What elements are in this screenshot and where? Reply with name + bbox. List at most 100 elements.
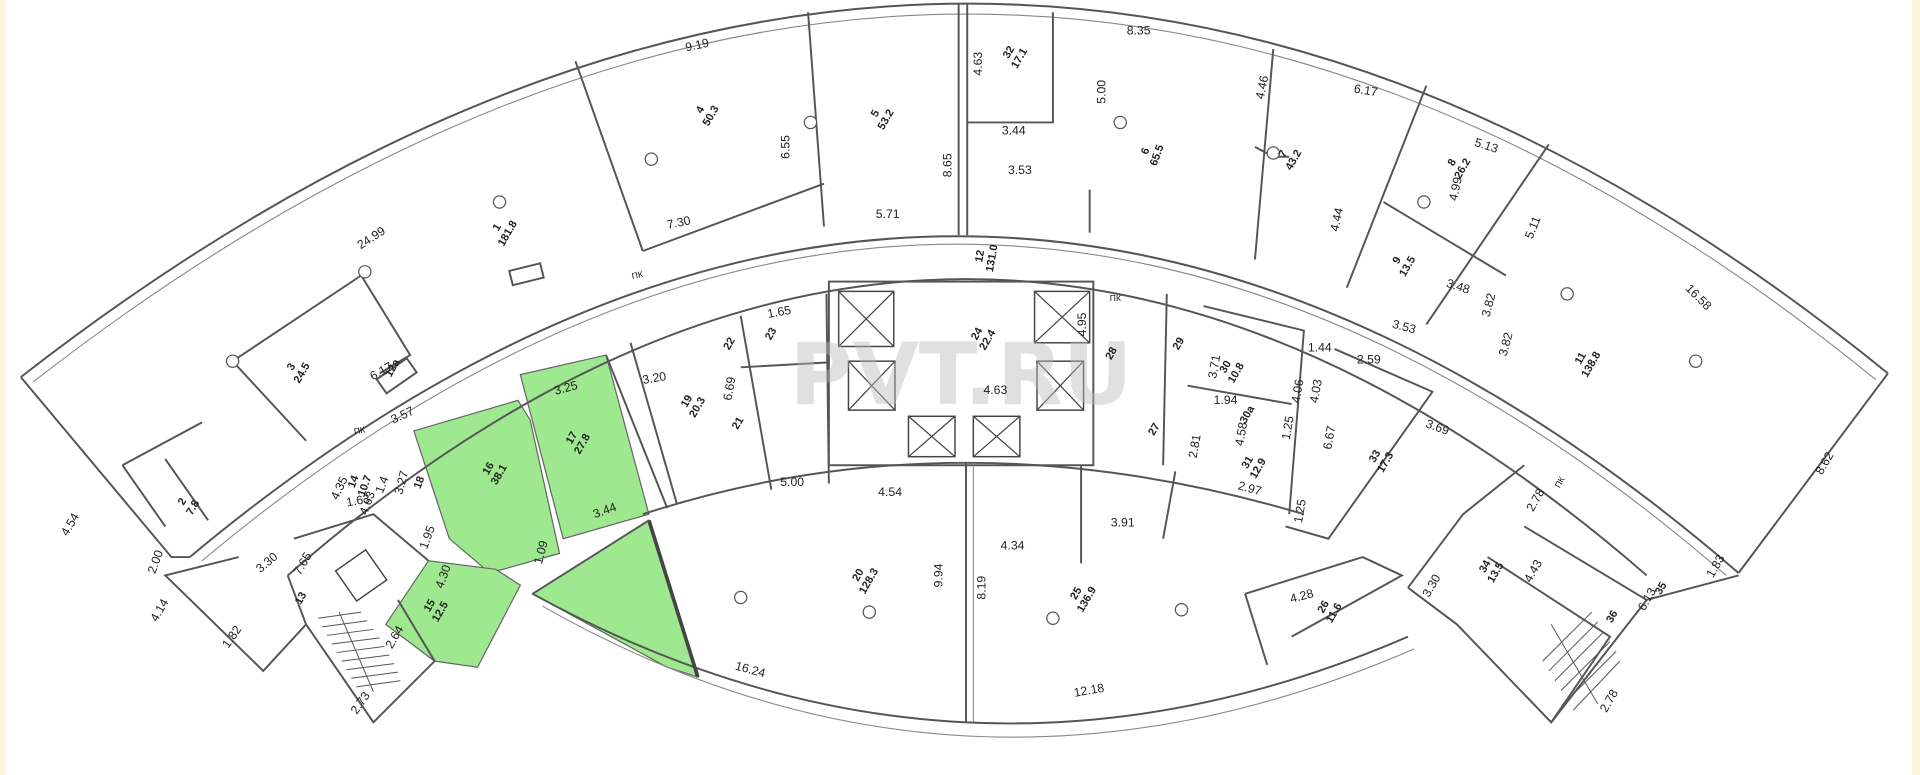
dimension-label: 2.81 <box>1186 433 1204 459</box>
dimension-label: 5.71 <box>876 207 900 221</box>
dimension-label: 5.13 <box>1473 135 1500 156</box>
svg-text:2: 2 <box>176 496 189 507</box>
dimension-label: 4.03 <box>1307 378 1325 404</box>
svg-text:7: 7 <box>1277 148 1290 159</box>
room-number: 18 <box>412 475 427 491</box>
svg-text:16: 16 <box>480 460 497 477</box>
dimension-label: 5.11 <box>1522 214 1544 241</box>
svg-text:31: 31 <box>1240 454 1257 471</box>
svg-text:19: 19 <box>679 393 696 410</box>
svg-text:15: 15 <box>422 597 439 614</box>
dimension-label: 1.44 <box>1308 340 1332 354</box>
dimension-label: 3.30 <box>253 549 280 575</box>
dimension-label: 7.65 <box>291 550 315 578</box>
dimension-label: 8.35 <box>1127 23 1151 37</box>
svg-text:1: 1 <box>491 222 504 233</box>
dimension-label: 12.18 <box>1073 681 1106 700</box>
dimension-label: 6.17 <box>1353 81 1379 99</box>
svg-text:13.5: 13.5 <box>1397 254 1418 279</box>
dimension-label: 2.78 <box>1524 486 1548 514</box>
dimension-label: 5.00 <box>1095 80 1109 104</box>
dimension-label: 6.67 <box>1320 424 1338 450</box>
dimension-label: 4.63 <box>971 52 985 76</box>
room-number: 36 <box>1604 608 1621 625</box>
dimension-label: 1.09 <box>531 539 551 566</box>
dimension-label: 2.97 <box>1237 478 1264 498</box>
room-number: 21 <box>730 415 747 432</box>
svg-text:53.2: 53.2 <box>876 107 897 132</box>
dimension-label: 1.82 <box>219 623 244 651</box>
columns <box>225 115 1703 626</box>
room-number: 23 <box>763 326 780 343</box>
dimension-label: 6.55 <box>779 135 793 159</box>
dimension-label: 3.69 <box>1424 417 1451 438</box>
room-number: 30a <box>1238 403 1258 426</box>
svg-text:14: 14 <box>346 473 362 489</box>
room-label-6[interactable]: 665.5 <box>1136 139 1166 167</box>
dimension-label: 4.14 <box>147 596 171 624</box>
svg-text:26.2: 26.2 <box>1452 156 1473 181</box>
svg-text:30: 30 <box>1217 359 1234 376</box>
dimension-label: 4.58 <box>1232 421 1250 447</box>
svg-text:65.5: 65.5 <box>1148 143 1167 167</box>
svg-text:32: 32 <box>1001 44 1018 61</box>
dimension-label: 3.48 <box>1445 276 1472 297</box>
dimension-label: 3.82 <box>1479 292 1499 319</box>
dimension-label: 3.53 <box>1008 163 1032 177</box>
svg-text:8: 8 <box>1446 157 1459 168</box>
dimension-label: 3.20 <box>641 369 667 387</box>
pk-label: ПК <box>1553 475 1567 490</box>
room-number: 22 <box>721 335 738 352</box>
room-number: 29 <box>1171 335 1188 352</box>
room-label-3[interactable]: 324.5 <box>281 355 313 386</box>
dimension-label: 4.43 <box>1521 557 1545 585</box>
dimension-label: 4.34 <box>1001 539 1025 553</box>
dimension-label: 4.63 <box>983 383 1007 397</box>
room-17-highlight[interactable] <box>519 354 650 540</box>
dimension-label: 4.06 <box>1289 378 1307 404</box>
svg-text:11: 11 <box>1573 350 1589 366</box>
dimension-label: 8.65 <box>940 153 954 177</box>
elevators <box>334 290 1091 603</box>
room-label-5[interactable]: 553.2 <box>865 101 897 132</box>
dimension-label: 4.54 <box>58 510 82 538</box>
dimension-label: 4.28 <box>1288 586 1315 606</box>
dimension-label: 5.00 <box>780 475 804 489</box>
pk-label: ПК <box>353 425 366 437</box>
dimension-label: 1.83 <box>1703 552 1727 580</box>
dimension-label: 7.30 <box>666 213 692 232</box>
room-16-highlight[interactable] <box>413 399 561 574</box>
room-label-8[interactable]: 826.2 <box>1442 150 1474 181</box>
walls <box>20 2 1889 738</box>
dimension-label: 4.99 <box>1446 176 1465 202</box>
room-number: 35 <box>1653 580 1670 597</box>
svg-text:50.3: 50.3 <box>701 104 722 129</box>
room-label-9[interactable]: 913.5 <box>1387 248 1419 279</box>
svg-text:12: 12 <box>973 249 987 263</box>
room-label-4[interactable]: 450.3 <box>690 98 722 129</box>
dimension-label: 3.82 <box>1496 331 1516 358</box>
dimension-label: 2.73 <box>348 689 373 717</box>
svg-text:131.0: 131.0 <box>984 244 1001 273</box>
dimension-label: 4.44 <box>1327 206 1346 232</box>
pk-labels: ПК ПК ПК ПК <box>353 269 1567 490</box>
stairs-left <box>318 611 401 692</box>
room-label-2[interactable]: 27.8 <box>174 492 203 517</box>
pk-label: ПК <box>631 269 644 281</box>
svg-text:26: 26 <box>1315 599 1332 616</box>
watermark-logo: PVT.RU <box>790 325 1133 425</box>
dimension-label: 3.71 <box>1205 353 1223 379</box>
dimension-label: 2.00 <box>145 548 166 575</box>
svg-text:24.5: 24.5 <box>292 361 313 386</box>
svg-text:33: 33 <box>1367 448 1384 465</box>
